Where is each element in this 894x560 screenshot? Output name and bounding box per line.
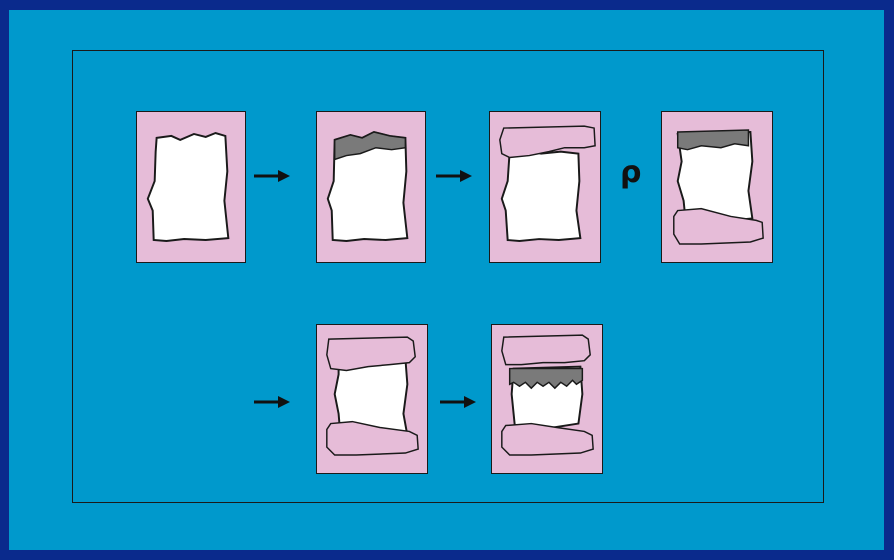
- stage-panel-4: [661, 111, 773, 263]
- stage-panel-1: [136, 111, 246, 263]
- top-layer-marked-drawing: [317, 112, 425, 262]
- stage-panel-5: [316, 324, 428, 474]
- arrow-3: [254, 394, 292, 410]
- intact-sample-drawing: [137, 112, 245, 262]
- arrow-1: [254, 168, 292, 184]
- arrow-2: [436, 168, 474, 184]
- double-bonded-drawing: [317, 325, 427, 473]
- arrow-4: [440, 394, 478, 410]
- top-bonded-drawing: [490, 112, 600, 262]
- rotate-symbol: ρ: [620, 155, 641, 190]
- stage-panel-6: [491, 324, 603, 474]
- fractured-zone-drawing: [492, 325, 602, 473]
- flipped-sample-drawing: [662, 112, 772, 262]
- stage-panel-3: [489, 111, 601, 263]
- stage-panel-2: [316, 111, 426, 263]
